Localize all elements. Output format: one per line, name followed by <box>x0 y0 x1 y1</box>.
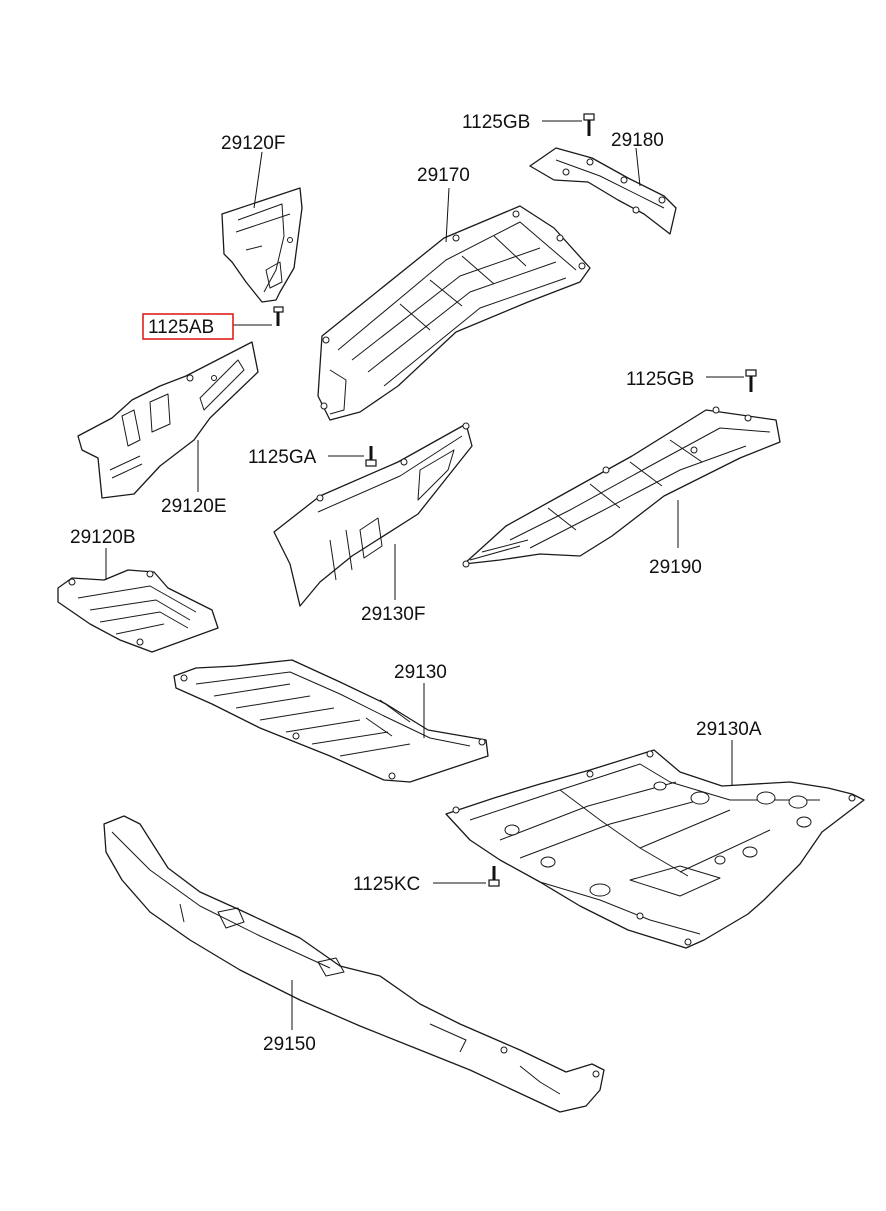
bolt-1125AB-icon <box>273 306 284 326</box>
part-29170[interactable] <box>317 205 591 421</box>
label-29120E: 29120E <box>161 496 227 517</box>
label-29180: 29180 <box>611 130 664 151</box>
leader-29180 <box>635 147 641 187</box>
part-29130F[interactable] <box>273 422 473 607</box>
part-29120E[interactable] <box>77 341 259 499</box>
bolt-1125GA-icon <box>365 446 377 467</box>
bolt-1125GB-top-icon <box>583 113 595 136</box>
label-29130F: 29130F <box>361 604 425 625</box>
label-1125GB-top: 1125GB <box>462 112 530 133</box>
leader-29170 <box>445 187 450 243</box>
label-29120F: 29120F <box>221 133 285 154</box>
label-29170: 29170 <box>417 165 470 186</box>
bolt-1125KC-icon <box>488 866 500 887</box>
label-1125GA: 1125GA <box>248 447 317 468</box>
part-29180[interactable] <box>529 147 677 235</box>
highlight-box-1125AB <box>142 313 234 340</box>
part-29150[interactable] <box>103 815 605 1113</box>
part-29120B[interactable] <box>57 569 219 653</box>
label-1125AB: 1125AB <box>148 317 214 338</box>
part-29120F[interactable] <box>221 187 303 303</box>
bolt-1125GB-mid-icon <box>745 369 757 392</box>
label-29130: 29130 <box>394 662 447 683</box>
label-29190: 29190 <box>649 557 702 578</box>
label-1125KC: 1125KC <box>353 874 420 895</box>
label-29130A: 29130A <box>696 719 762 740</box>
label-29150: 29150 <box>263 1034 316 1055</box>
part-29190[interactable] <box>462 406 781 568</box>
part-29130A[interactable] <box>445 749 865 949</box>
part-29130[interactable] <box>173 659 489 783</box>
leader-29120F <box>253 151 263 209</box>
label-1125GB-mid: 1125GB <box>626 369 694 390</box>
label-29120B: 29120B <box>70 527 136 548</box>
